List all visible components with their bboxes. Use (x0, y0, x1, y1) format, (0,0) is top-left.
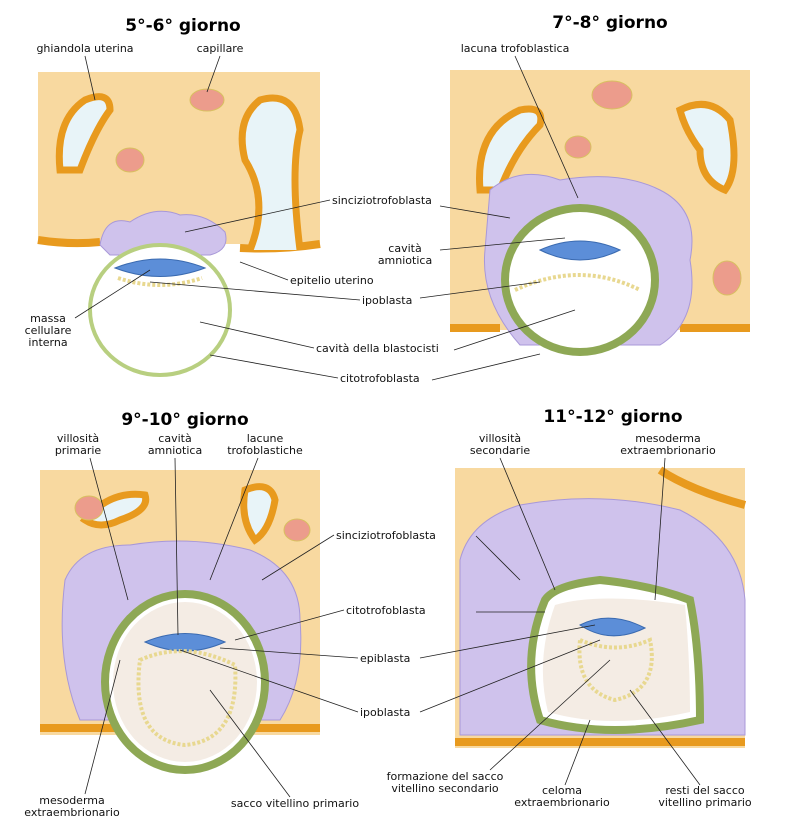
uterine-gland (79, 490, 150, 529)
cytotrophoblast-ring (501, 204, 659, 356)
capillary (189, 88, 225, 112)
label-hypoblast: ipoblasta (360, 706, 410, 719)
label-cyto: citotrofoblasta (340, 372, 420, 385)
secondary-yolk-sac (577, 637, 654, 703)
uterine-gland (675, 100, 738, 195)
label-yolk: sacco vitellino primario (231, 797, 359, 810)
label-lacuna: lacuna trofoblastica (461, 42, 570, 55)
hypoblast (117, 276, 203, 287)
leader-lines (74, 55, 361, 379)
capillary (283, 518, 311, 542)
panel-title: 9°-10° giorno (121, 410, 248, 430)
uterine-gland (240, 483, 279, 545)
cytotrophoblast-ring (88, 243, 232, 377)
label-hypoblast: ipoblasta (362, 294, 412, 307)
leader-lines (419, 55, 579, 381)
label-blastocoel: cavità della blastocisti (316, 342, 439, 355)
capillary (591, 80, 633, 110)
capillary (712, 260, 742, 296)
panel-day-5-6: 5°-6° giorno ghiandola uterina capillare… (25, 16, 439, 385)
panel-title: 5°-6° giorno (125, 16, 240, 36)
capillary (564, 135, 592, 159)
panel-day-7-8: 7°-8° giorno lacuna trofoblastica cavità… (378, 13, 750, 381)
capillary (74, 495, 104, 521)
leader-lines (84, 457, 359, 798)
uterine-gland (476, 105, 545, 194)
panel-title: 11°-12° giorno (543, 407, 682, 427)
label-syncytio: sinciziotrofoblasta (336, 529, 436, 542)
label-epithelium: epitelio uterino (290, 274, 374, 287)
label-epiblast: epiblasta (360, 652, 410, 665)
label-gland: ghiandola uterina (36, 42, 133, 55)
epiblast (579, 617, 647, 637)
label-cyto: citotrofoblasta (346, 604, 426, 617)
label-syncytio: sinciziotrofoblasta (332, 194, 432, 207)
primary-yolk-sac (136, 649, 238, 748)
uterine-epithelium (455, 466, 747, 746)
extraembryonic-coelom (542, 598, 690, 721)
epiblast (143, 633, 227, 652)
uterine-gland (55, 93, 114, 174)
panel-title: 7°-8° giorno (552, 13, 667, 33)
uterine-gland (238, 94, 304, 252)
syncytiotrophoblast (99, 210, 227, 256)
label-capillary: capillare (197, 42, 244, 55)
epiblast (538, 240, 622, 261)
hypoblast (514, 273, 641, 292)
capillary (115, 147, 145, 173)
leader-lines (419, 457, 701, 786)
